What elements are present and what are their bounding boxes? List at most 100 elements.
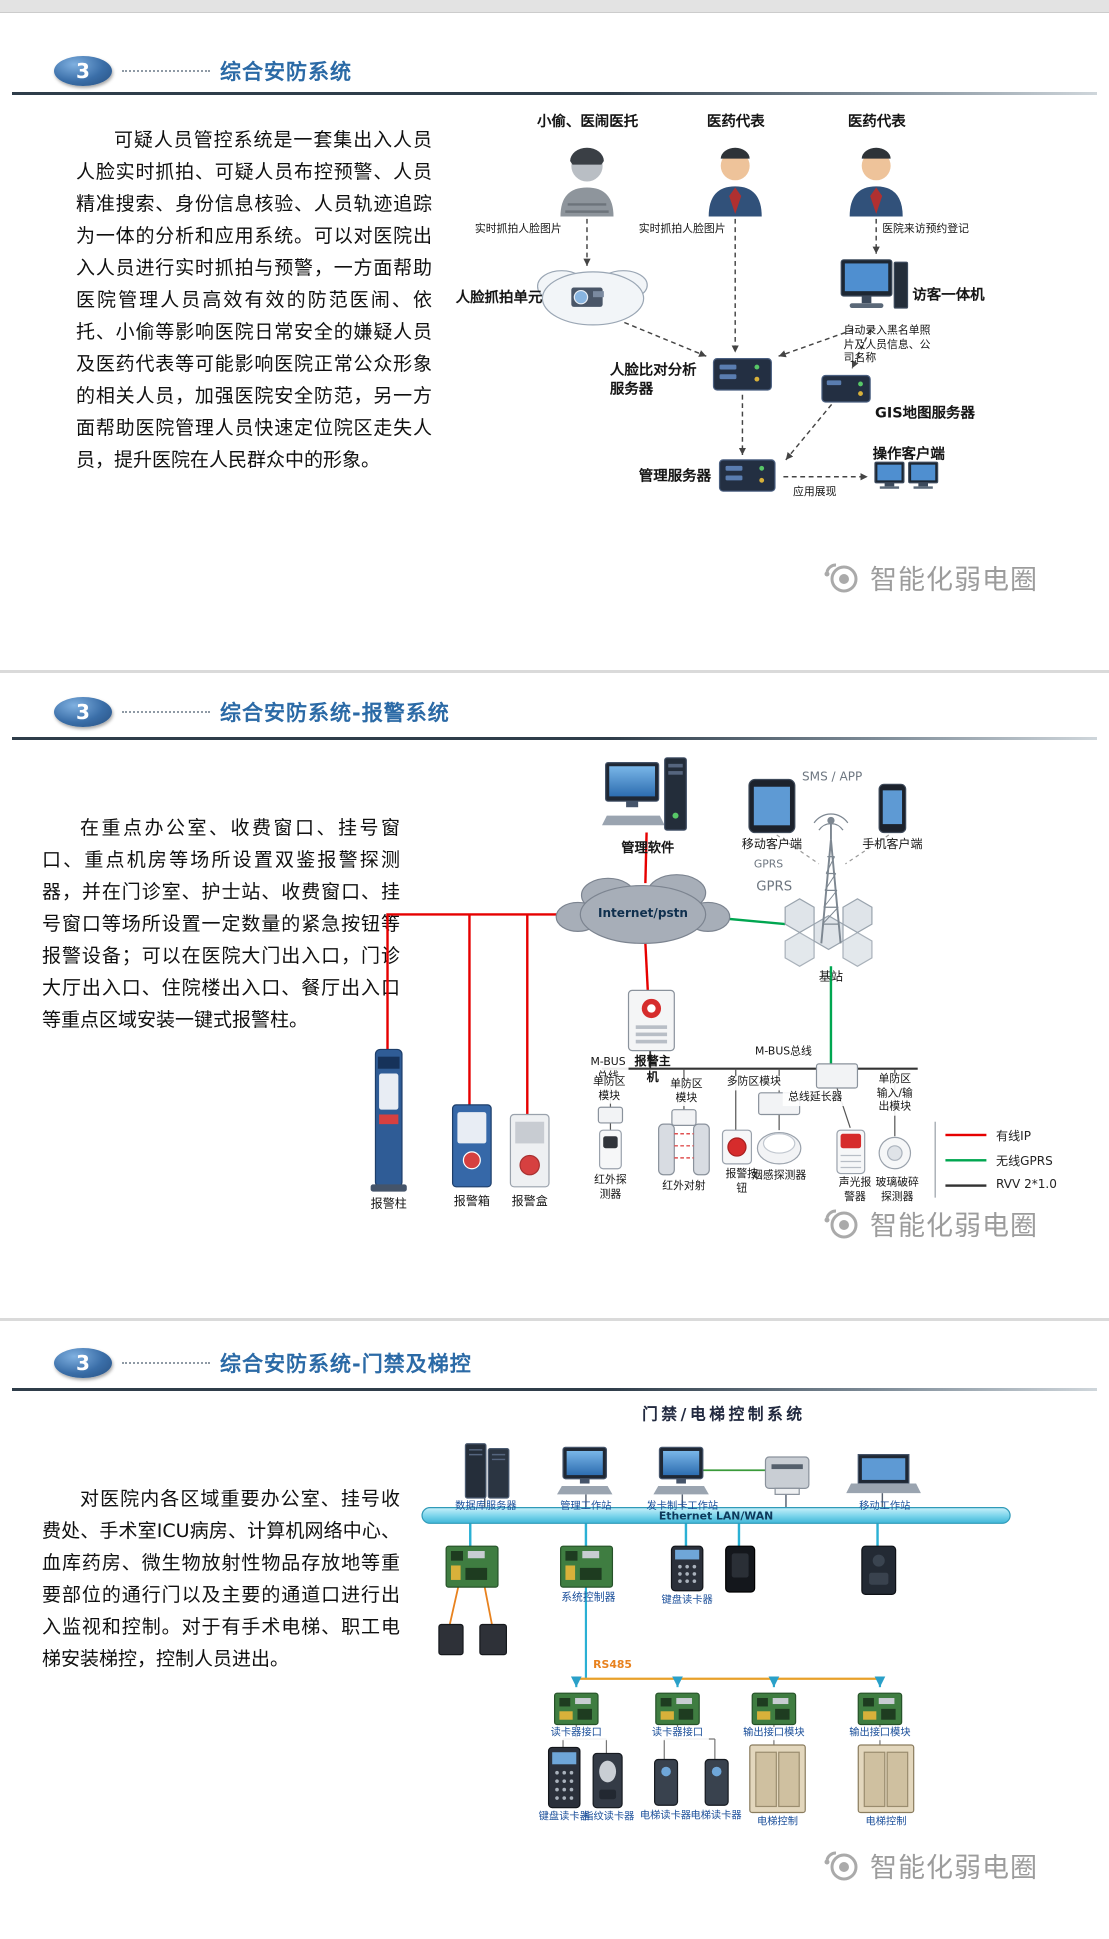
controller-board2-icon [560,1545,614,1588]
capture-cloud-icon [536,270,648,326]
label-keypad-reader-mid: 键盘读卡器 [661,1594,713,1607]
label-panic-button: 报警按 钮 [725,1168,759,1195]
glass-break-detector-icon [878,1136,912,1170]
diagram-alarm-system: 管理软件 SMS / APP 移动客户端 手机客户端 GPRS GPRS Int… [361,753,1060,1229]
label-gis-server: GIS地图服务器 [874,404,975,422]
label-sms-app: SMS / APP [802,771,863,785]
section2-header: 3 综合安防系统-报警系统 [54,697,450,727]
diagram2-canvas [370,757,918,1192]
legend: 有线IP 无线GPRS RVV 2*1.0 [934,1121,1057,1198]
lift-reader1-icon [654,1758,679,1806]
reader-interface1-icon [553,1692,599,1726]
section1-title: 综合安防系统 [220,60,352,84]
watermark: 智能化弱电圈 [820,558,1038,597]
label-lift-reader-2: 电梯读卡器 [690,1810,742,1823]
label-reader-interface-2: 读卡器接口 [646,1726,709,1741]
lift-reader2-icon [704,1758,729,1806]
label-gprs-2: GPRS [756,878,793,894]
section2-rule [12,737,1097,740]
label-gprs-1: GPRS [753,859,784,872]
label-lift-reader-1: 电梯读卡器 [639,1810,692,1823]
label-single-zone-2: 单防区 模块 [661,1078,712,1107]
label-alarm-host: 报警主机 [634,1055,671,1085]
access-wiring [448,1469,886,1760]
dotted-connector [122,1362,210,1364]
label-reader-interface-1: 读卡器接口 [544,1726,608,1741]
watermark-logo-icon [824,563,858,592]
operator-client-icon [874,461,939,489]
watermark: 智能化弱电圈 [820,1204,1038,1243]
alarm-case-icon [509,1113,550,1188]
section3-badge: 3 [54,1348,112,1378]
label-lift-control-1: 电梯控制 [757,1816,799,1829]
reader-interface2-icon [655,1692,700,1726]
lock-power-icons [438,1623,508,1656]
label-mgmt-server: 管理服务器 [638,467,712,484]
label-alarm-box: 报警箱 [453,1195,490,1209]
label-rs485: RS485 [593,1659,632,1674]
cell-tower-icon [813,813,849,944]
label-ethernet-bus: Ethernet LAN/WAN [658,1510,774,1523]
label-phone-client: 手机客户端 [862,838,923,852]
legend-wired-label: 有线IP [996,1130,1031,1144]
legend-wireless-label: 无线GPRS [996,1155,1053,1169]
label-blacklist-note: 自动录入黑名单照 片及人员信息、公 司名称 [843,324,931,366]
legend-rvv-line [945,1183,987,1187]
section2-badge: 3 [54,697,112,727]
legend-wired: 有线IP [945,1122,1057,1147]
watermark-logo-icon [824,1209,858,1238]
slide-separator-1 [0,670,1109,673]
controller-board1-icon [445,1545,499,1588]
laptop-icon [846,1454,921,1494]
section3-title: 综合安防系统-门禁及梯控 [220,1352,472,1376]
thief-icon [560,147,614,217]
label-alarm-case: 报警盒 [511,1195,548,1209]
visitor-kiosk-icon [840,259,909,309]
ir-beam-icon [658,1123,710,1176]
card-workstation-icon [653,1446,709,1495]
label-output-module-2: 输出接口模块 [846,1726,914,1741]
tablet-icon [748,778,796,834]
label-ir-detector: 红外探 测器 [594,1174,627,1201]
alarm-host-icon [627,989,675,1052]
watermark: 智能化弱电圈 [820,1846,1038,1885]
elevator2-icon [857,1744,915,1814]
panic-button-icon [721,1129,753,1165]
section1-body: 可疑人员管控系统是一套集出入人员人脸实时抓拍、可疑人员布控预警、人员精准搜索、身… [76,129,432,471]
smoke-detector-icon [756,1131,802,1165]
watermark-text: 智能化弱电圈 [870,565,1038,596]
section3-header: 3 综合安防系统-门禁及梯控 [54,1348,472,1378]
label-bus-extender: 总线延长器 [782,1091,848,1106]
label-db-server: 数据库服务器 [455,1500,517,1513]
section1-rule [12,92,1097,95]
sound-light-alarm-icon [836,1129,866,1175]
keypad-reader-mid-icon [670,1545,704,1592]
label-system-controller: 系统控制器 [561,1591,616,1605]
label-sound-light: 声光报 警器 [838,1177,872,1204]
label-mgmt-software: 管理软件 [621,839,675,856]
management-computer-icon [602,757,687,831]
label-mobile-workstation: 移动工作站 [859,1500,911,1513]
mgmt-workstation-icon [557,1446,613,1495]
label-flow-visitor-reg: 医院来访预约登记 [882,223,969,238]
keypad-reader-icon [547,1746,581,1809]
legend-wireless: 无线GPRS [945,1147,1057,1172]
label-flow-capture-2: 实时抓拍人脸图片 [638,223,726,238]
label-single-zone-1: 单防区 模块 [583,1075,635,1105]
diagram-access-elevator: 门禁/电梯控制系统 数据库服务器 管理工作站 发卡制卡工作站 移动工作站 Eth… [410,1404,1025,1850]
section2-body: 在重点办公室、收费窗口、挂号窗口、重点机房等场所设置双鉴报警探测器，并在门诊室、… [42,817,400,1031]
section1-header: 3 综合安防系统 [54,56,352,86]
label-pharma-rep-2: 医药代表 [847,112,906,130]
db-server-icon [464,1443,510,1499]
face-analysis-server-icon [712,358,772,391]
ethernet-bus [421,1507,1011,1524]
label-capture-unit: 人脸抓拍单元 [455,288,543,306]
top-band [0,0,1109,13]
output-module1-icon [751,1692,797,1726]
label-output-module-1: 输出接口模块 [740,1726,808,1741]
ir-detector-icon [598,1129,622,1170]
watermark-text: 智能化弱电圈 [870,1853,1038,1884]
alarm-wiring [386,832,918,1137]
label-multi-zone: 多防区模块 [722,1075,786,1091]
label-pharma-rep-1: 医药代表 [706,112,765,130]
